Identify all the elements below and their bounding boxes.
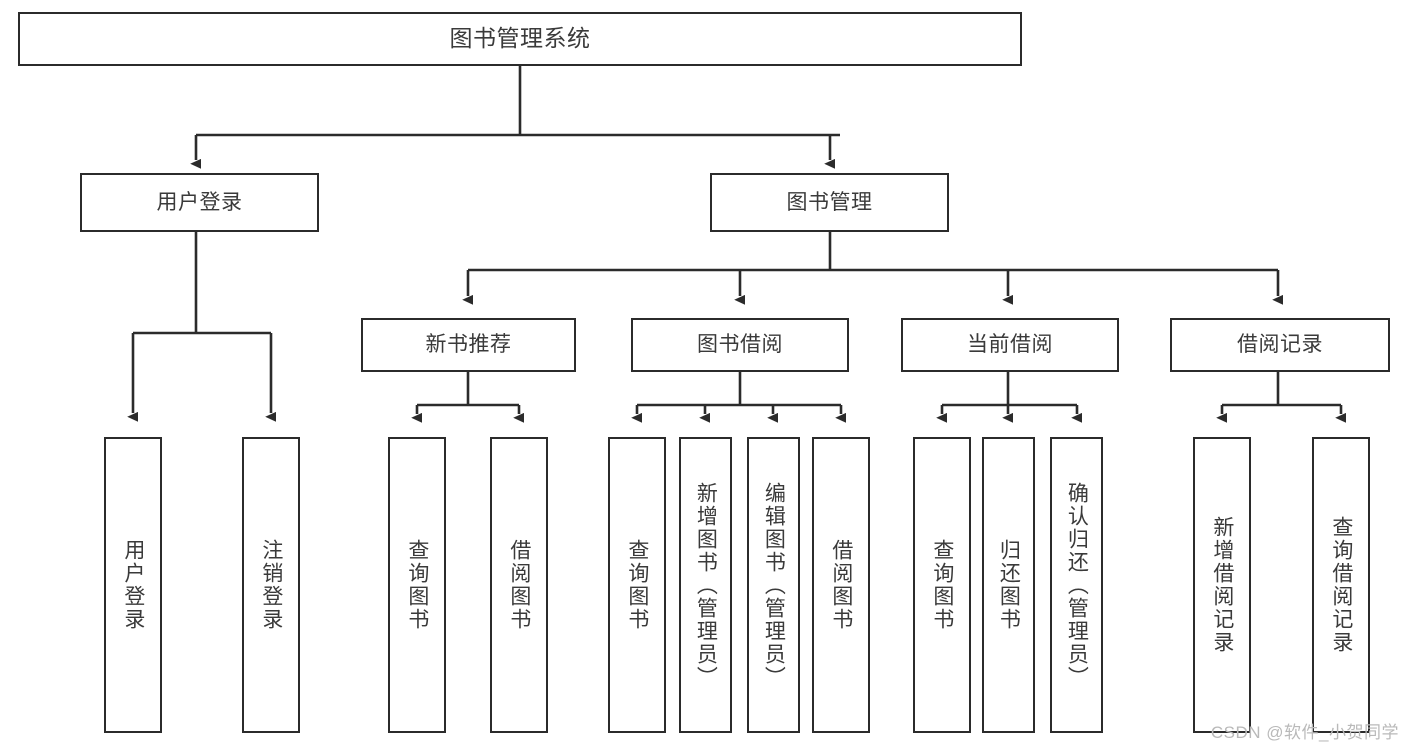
leaf-add-borrow-record[interactable]: 新增借阅记录 bbox=[1193, 437, 1251, 733]
node-label: 图书借阅 bbox=[697, 333, 783, 357]
node-label: 新增图书（管理员） bbox=[694, 481, 718, 689]
node-label: 新增借阅记录 bbox=[1210, 516, 1234, 654]
node-label: 查询借阅记录 bbox=[1329, 516, 1353, 654]
node-label: 查询图书 bbox=[625, 539, 649, 631]
node-new-book-recommend[interactable]: 新书推荐 bbox=[361, 318, 576, 372]
leaf-query-book-recommend[interactable]: 查询图书 bbox=[388, 437, 446, 733]
node-user-login[interactable]: 用户登录 bbox=[80, 173, 319, 232]
leaf-user-login[interactable]: 用户登录 bbox=[104, 437, 162, 733]
node-book-borrow[interactable]: 图书借阅 bbox=[631, 318, 849, 372]
node-root-system[interactable]: 图书管理系统 bbox=[18, 12, 1022, 66]
leaf-query-book-current[interactable]: 查询图书 bbox=[913, 437, 971, 733]
node-label: 确认归还（管理员） bbox=[1065, 481, 1089, 689]
node-label: 图书管理 bbox=[786, 190, 873, 214]
node-label: 图书管理系统 bbox=[449, 25, 591, 52]
leaf-return-book[interactable]: 归还图书 bbox=[982, 437, 1035, 733]
leaf-borrow-book[interactable]: 借阅图书 bbox=[812, 437, 870, 733]
node-label: 编辑图书（管理员） bbox=[762, 481, 786, 689]
node-label: 借阅图书 bbox=[507, 539, 531, 631]
node-label: 注销登录 bbox=[259, 539, 283, 631]
node-current-borrow[interactable]: 当前借阅 bbox=[901, 318, 1119, 372]
node-label: 用户登录 bbox=[121, 539, 145, 631]
leaf-confirm-return-admin[interactable]: 确认归还（管理员） bbox=[1050, 437, 1103, 733]
node-label: 归还图书 bbox=[997, 539, 1021, 631]
csdn-watermark: CSDN @软件_小贺同学 bbox=[1210, 723, 1399, 742]
leaf-add-book-admin[interactable]: 新增图书（管理员） bbox=[679, 437, 732, 733]
leaf-edit-book-admin[interactable]: 编辑图书（管理员） bbox=[747, 437, 800, 733]
node-label: 借阅图书 bbox=[829, 539, 853, 631]
node-label: 借阅记录 bbox=[1237, 333, 1323, 357]
leaf-borrow-book-recommend[interactable]: 借阅图书 bbox=[490, 437, 548, 733]
node-label: 查询图书 bbox=[405, 539, 429, 631]
node-label: 当前借阅 bbox=[967, 333, 1053, 357]
node-borrow-record[interactable]: 借阅记录 bbox=[1170, 318, 1390, 372]
node-label: 用户登录 bbox=[156, 190, 243, 214]
leaf-query-borrow-record[interactable]: 查询借阅记录 bbox=[1312, 437, 1370, 733]
leaf-query-book-borrow[interactable]: 查询图书 bbox=[608, 437, 666, 733]
node-label: 查询图书 bbox=[930, 539, 954, 631]
node-book-management[interactable]: 图书管理 bbox=[710, 173, 949, 232]
node-label: 新书推荐 bbox=[425, 333, 512, 357]
leaf-logout[interactable]: 注销登录 bbox=[242, 437, 300, 733]
